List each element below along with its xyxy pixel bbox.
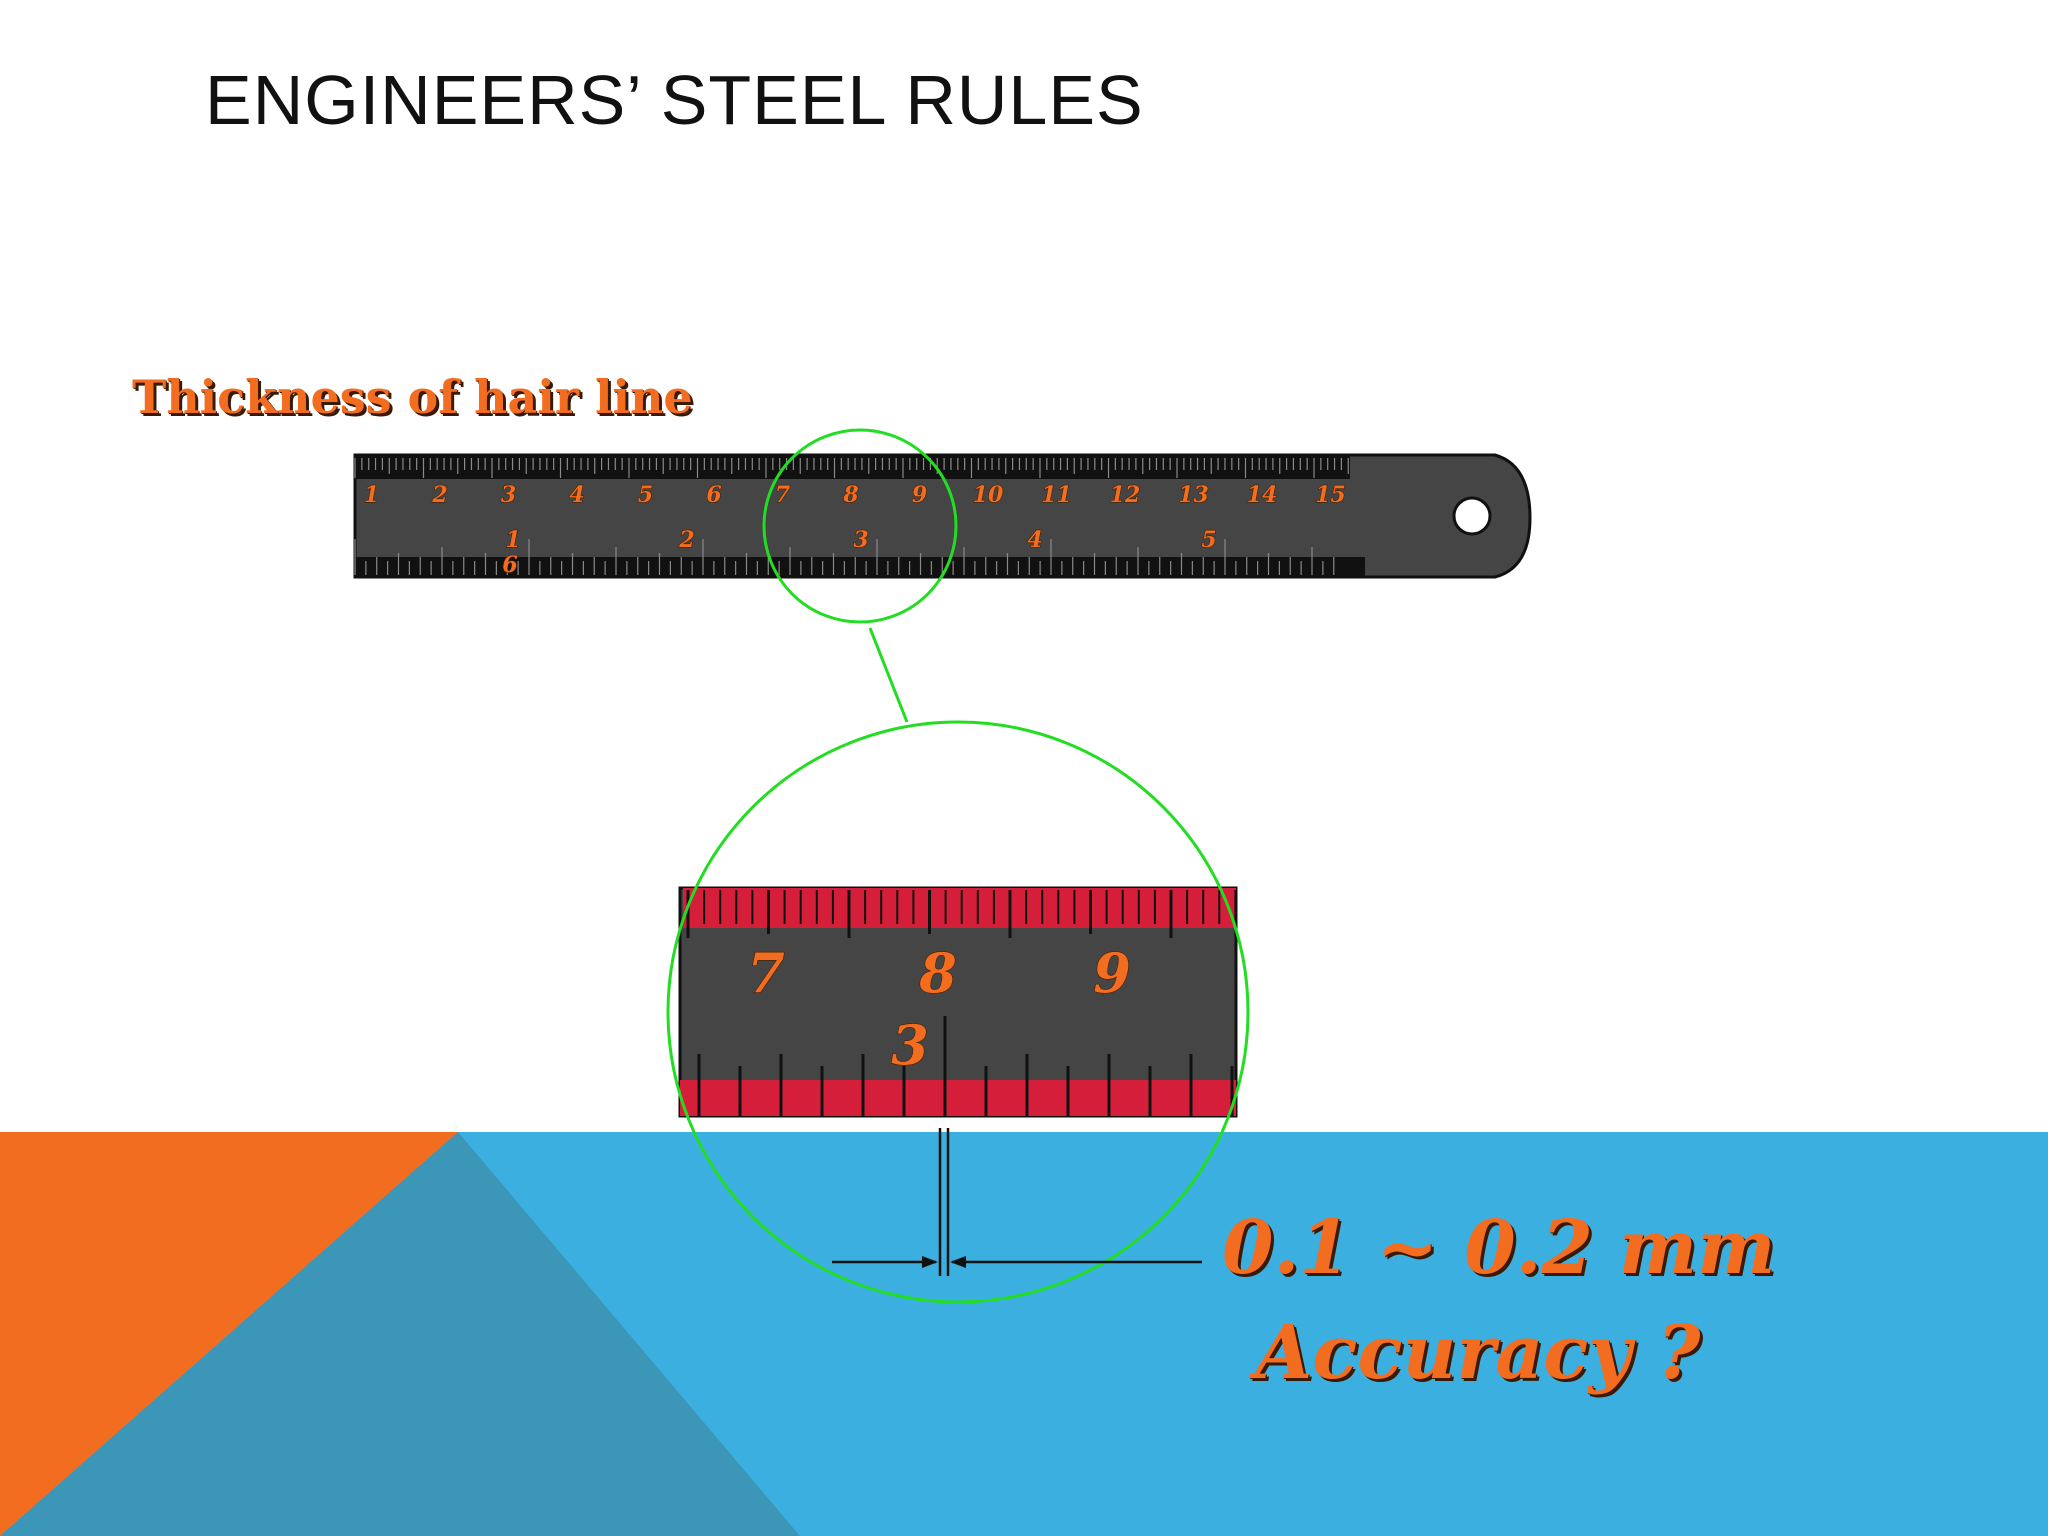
rule-cm-label: 7 xyxy=(775,482,791,508)
rule-inch-label: 3 xyxy=(853,527,868,553)
thickness-value: 0.1 ~ 0.2 mm xyxy=(1222,1205,1776,1291)
background-dark-triangle xyxy=(0,1132,800,1536)
rule-cm-label: 10 xyxy=(973,482,1004,508)
rule-inch-label: 4 xyxy=(1027,527,1042,553)
hang-hole xyxy=(1452,496,1492,536)
rule-bottom-scale-strip xyxy=(355,557,1365,577)
rule-cm-label: 1 xyxy=(364,482,379,508)
rule-body xyxy=(353,453,1532,579)
zoom-bottom-ticks xyxy=(697,1016,1234,1116)
rule-cm-label: 2 xyxy=(431,482,447,508)
rule-cm-label: 5 xyxy=(638,482,653,508)
rule-cm-label: 8 xyxy=(842,482,858,508)
hairline-dimension xyxy=(832,1128,1202,1276)
rule-cm-label: 6 xyxy=(706,482,721,508)
slide-title: ENGINEERS’ STEEL RULES xyxy=(205,61,1144,139)
rule-cm-label: 9 xyxy=(912,482,927,508)
rule-inch-labels: 1 2 3 4 5 xyxy=(505,526,1218,553)
rule-top-scale-strip xyxy=(355,455,1350,479)
rule-bottom-ticks xyxy=(354,539,1335,575)
rule-cm-label: 15 xyxy=(1315,482,1346,508)
rule-cm-label: 12 xyxy=(1110,482,1141,508)
zoom-connector-line xyxy=(868,627,909,723)
arrowhead-left xyxy=(922,1256,938,1268)
rule-inch-label: 1 xyxy=(505,527,520,553)
zoomed-rule: 7 8 9 3 xyxy=(678,886,1238,1118)
zoom-cm-label-9: 9 xyxy=(1093,941,1131,1005)
rule-cm-label: 3 xyxy=(501,482,516,508)
hair-line-label: Thickness of hair line xyxy=(132,370,693,424)
zoom-cm-label-7: 7 xyxy=(747,941,785,1005)
arrowhead-right xyxy=(950,1256,966,1268)
rule-cm-label: 11 xyxy=(1041,482,1072,508)
rule-cm-label: 13 xyxy=(1178,482,1209,508)
zoom-top-ticks xyxy=(686,890,1237,938)
rule-inch-label: 5 xyxy=(1201,527,1216,553)
zoom-cm-label-8: 8 xyxy=(918,941,957,1005)
rule-top-ticks xyxy=(354,458,1349,478)
zoom-top-scale xyxy=(683,888,1236,928)
zoom-inch-label-3: 3 xyxy=(891,1013,929,1077)
zoom-bottom-scale xyxy=(680,1080,1236,1116)
zoom-circle-large xyxy=(666,720,1250,1304)
rule-inch-label: 2 xyxy=(678,527,694,553)
highlight-circle-small xyxy=(762,428,958,624)
rule-cm-label: 14 xyxy=(1247,482,1278,508)
accuracy-question: Accuracy ? xyxy=(1255,1310,1701,1396)
rule-fraction-denominator: 6 xyxy=(502,552,517,578)
rule-cm-label: 4 xyxy=(569,482,584,508)
